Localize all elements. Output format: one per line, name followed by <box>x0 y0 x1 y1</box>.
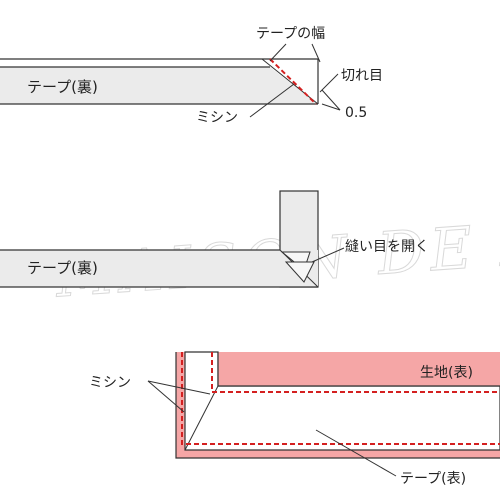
step2-horizontal-tape <box>0 250 318 287</box>
step3-group: 生地(表) ミシン テープ(表) <box>89 351 500 487</box>
step1-seam-allowance-label: 0.5 <box>345 105 367 121</box>
step2-tape-back-label: テープ(裏) <box>27 259 98 277</box>
step3-stitch-outer <box>181 352 500 445</box>
step1-tape-strip <box>0 67 318 104</box>
step1-stitch-leader <box>249 83 295 118</box>
step3-stitch-label: ミシン <box>89 375 131 391</box>
step3-fabric-front-label: 生地(表) <box>420 365 473 381</box>
step1-cut-leader-2 <box>319 73 339 93</box>
step3-tape-front-leader <box>315 429 397 477</box>
step2-group: テープ(裏) 縫い目を開く <box>0 190 429 288</box>
step1-stitch-line <box>269 58 317 105</box>
step1-tape-back-label: テープ(裏) <box>27 78 98 96</box>
step1-tape-width-label: テープの幅 <box>256 26 325 42</box>
step3-fabric-face <box>218 352 500 386</box>
step1-seam-leader-b <box>321 103 341 111</box>
step1-tape-width-leader <box>269 43 287 62</box>
step3-corner-seam <box>184 385 219 451</box>
step1-diagonal-fold <box>261 58 319 105</box>
step1-group: テープ(裏) テープの幅 切れ目 ミシン 0.5 <box>0 26 383 126</box>
step3-stitch-leader-b <box>147 380 211 395</box>
step1-cut-label: 切れ目 <box>341 68 383 84</box>
step3-tape-front-label: テープ(表) <box>400 471 466 487</box>
step1-cut-leader <box>311 43 321 63</box>
step1-seam-leader-a <box>321 89 341 111</box>
step2-open-seam-label: 縫い目を開く <box>345 239 429 255</box>
step2-open-seam-leader <box>311 247 345 263</box>
step3-stitch-leader-a <box>147 380 185 413</box>
step1-stitch-label: ミシン <box>196 110 238 126</box>
step2-seam-flap-lower <box>284 261 315 283</box>
step3-stitch-inner <box>211 352 500 393</box>
